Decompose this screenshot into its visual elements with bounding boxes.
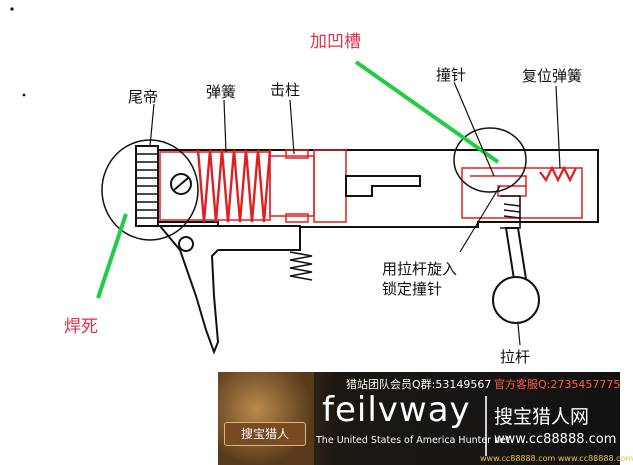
leader-lines xyxy=(149,81,561,346)
qq-service-text: 官方客服Q:2735457775 xyxy=(494,378,621,391)
watermark-banner: 搜宝猎人 猎站团队会员Q群:53149567 官方客服Q:2735457775 … xyxy=(218,372,633,465)
tagline: The United States of America Hunter net xyxy=(316,435,510,446)
label-return-spring: 复位弹簧 xyxy=(522,67,582,85)
label-note-line1: 用拉杆旋入 xyxy=(382,260,457,278)
receiver-body xyxy=(151,149,599,228)
label-tail-cover: 尾帝 xyxy=(128,88,158,106)
label-groove: 加凹槽 xyxy=(310,32,361,52)
site-name: 搜宝猎人网 xyxy=(494,406,590,428)
groove-circle xyxy=(453,127,527,193)
weld-pointer xyxy=(96,213,128,299)
label-spring: 弹簧 xyxy=(206,83,236,101)
stray-dot xyxy=(10,7,14,11)
hunter-logo: 搜宝猎人 xyxy=(224,422,306,446)
url-strip: www.cc88888.com www.cc88888.com xyxy=(480,454,633,463)
tail-cap xyxy=(135,145,159,227)
label-note-line2: 锁定撞针 xyxy=(382,280,442,298)
return-spring xyxy=(539,165,577,183)
label-weld: 焊死 xyxy=(64,317,98,337)
trigger xyxy=(157,225,301,355)
trigger-spring xyxy=(289,251,313,281)
brand-logo: feilvway xyxy=(322,390,471,430)
bolt-lever xyxy=(492,227,540,324)
groove-pointer xyxy=(354,60,500,164)
mechanism-diagram: 尾帝 弹簧 击柱 加凹槽 撞针 复位弹簧 用拉杆旋入 锁定撞针 拉杆 焊死 xyxy=(10,7,599,366)
lever-spring xyxy=(500,195,521,229)
screw-icon xyxy=(170,173,192,195)
label-striker: 击柱 xyxy=(270,81,300,99)
label-firing-pin: 撞针 xyxy=(436,66,466,84)
stray-dot xyxy=(22,93,26,97)
site-url: www.cc88888.com xyxy=(494,432,617,447)
qq-group-text: 猎站团队会员Q群:53149567 xyxy=(346,378,492,391)
bolt-slot xyxy=(345,175,421,197)
striker xyxy=(269,149,347,223)
hunter-image xyxy=(218,372,314,465)
label-lever: 拉杆 xyxy=(500,348,530,366)
trigger-pin xyxy=(178,236,194,252)
banner-divider xyxy=(485,396,487,456)
